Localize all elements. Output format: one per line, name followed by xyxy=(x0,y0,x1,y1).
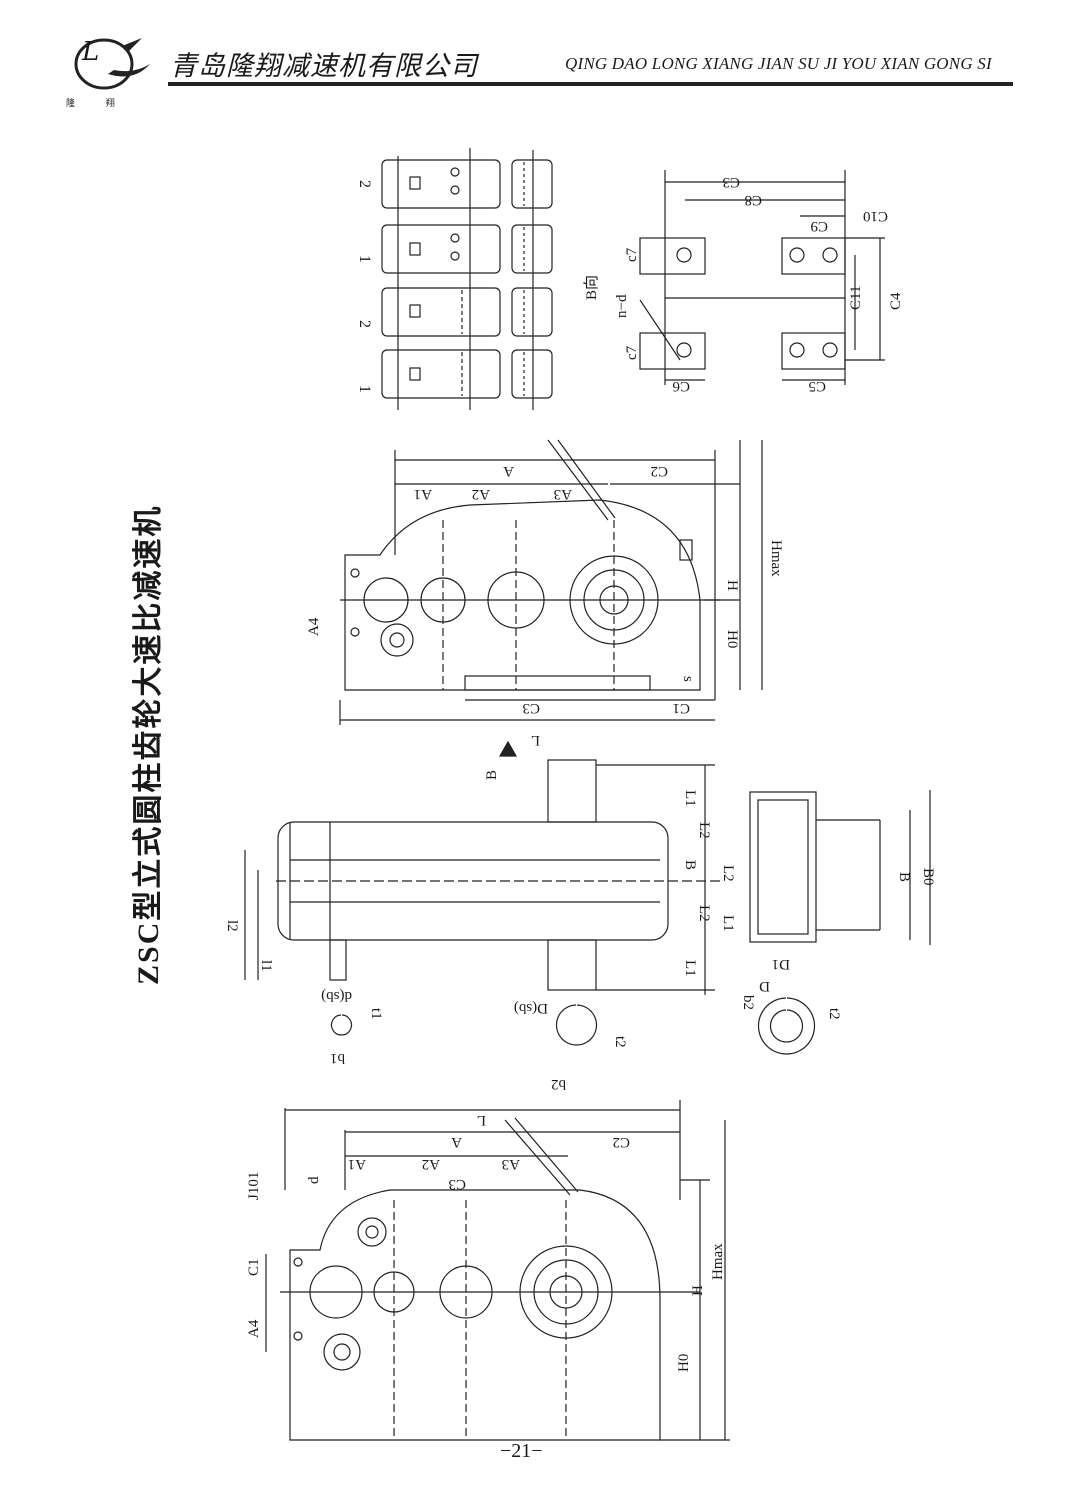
foot-label-b-view: B向 xyxy=(583,275,600,300)
page-number: −21− xyxy=(500,1440,543,1462)
page-title: ZSC型立式圆柱齿轮大速比减速机 xyxy=(131,505,165,985)
foot-label-c8: C8 xyxy=(744,192,762,208)
side-label-d1: D1 xyxy=(772,956,790,972)
side-label-b-arrow: B xyxy=(484,770,500,780)
header-rule xyxy=(168,82,1013,86)
upper-label-a: A xyxy=(503,463,514,479)
lower-label-a2: A2 xyxy=(422,1156,440,1172)
foot-label-c3: C3 xyxy=(722,174,740,190)
upper-label-l: L xyxy=(531,732,540,748)
shaft-label-dsb: d(sb) xyxy=(321,988,352,1004)
lower-label-d: d xyxy=(306,1176,322,1184)
side-label-l2-mid: L2 xyxy=(720,865,736,882)
foot-label-c7-bottom: c7 xyxy=(624,345,640,360)
side-label-l2-top: L2 xyxy=(696,822,712,839)
lower-label-l: L xyxy=(477,1112,486,1128)
foot-label-nd: n−d xyxy=(614,294,630,318)
lower-label-h0: H0 xyxy=(676,1354,692,1372)
lower-label-c3: C3 xyxy=(448,1176,466,1192)
page-header: L 隆 翔 青岛隆翔减速机有限公司 QING DAO LONG XIANG JI… xyxy=(0,0,1082,110)
side-label-bb: B xyxy=(896,872,912,882)
side-label-l2-bottom: L2 xyxy=(696,905,712,922)
upper-label-hmax: Hmax xyxy=(768,540,784,577)
shaft-label-t2-left: t2 xyxy=(612,1036,628,1048)
shaft-label-t1: t1 xyxy=(368,1008,384,1020)
lower-label-c2: C2 xyxy=(612,1134,630,1150)
lower-label-a: A xyxy=(451,1134,462,1150)
shaft-label-b1: b1 xyxy=(330,1050,345,1066)
upper-label-h0: H0 xyxy=(724,630,740,648)
side-label-b0: B0 xyxy=(920,868,936,886)
foot-label-c10: C10 xyxy=(863,208,888,224)
company-name-chinese: 青岛隆翔减速机有限公司 xyxy=(170,51,478,82)
foot-label-c9: C9 xyxy=(810,218,828,234)
foot-label-c6: C6 xyxy=(672,378,690,394)
assembly-arrangements xyxy=(381,148,553,410)
lower-label-a4: A4 xyxy=(246,1319,262,1338)
logo-caption: 隆 翔 xyxy=(66,99,129,109)
upper-label-a1: A1 xyxy=(414,486,432,502)
lower-label-a1: A1 xyxy=(348,1156,366,1172)
company-logo-icon xyxy=(74,38,150,90)
assembly-label-1a: 1 xyxy=(356,385,373,393)
lower-label-a3: A3 xyxy=(502,1156,520,1172)
foot-hole-plan xyxy=(639,170,885,385)
side-label-i2: l2 xyxy=(224,920,240,932)
shaft-label-b2-left: b2 xyxy=(551,1076,566,1092)
shaft-label-Dsb: D(sb) xyxy=(514,1000,548,1016)
lower-label-j101: J101 xyxy=(246,1172,262,1200)
upper-label-c2: C2 xyxy=(650,463,668,479)
upper-label-a2: A2 xyxy=(472,486,490,502)
foot-label-c4: C4 xyxy=(888,292,904,310)
upper-label-c3: C3 xyxy=(522,700,540,716)
side-label-l1-mid: L1 xyxy=(720,915,736,932)
upper-label-h: H xyxy=(724,580,740,591)
upper-label-c1: C1 xyxy=(672,700,690,716)
foot-label-c7-top: c7 xyxy=(624,247,640,262)
shaft-label-b2-right: b2 xyxy=(740,995,756,1010)
foot-label-c5: C5 xyxy=(808,378,826,394)
side-label-b: B xyxy=(682,860,698,870)
assembly-label-1b: 1 xyxy=(356,255,373,263)
lower-label-h: H xyxy=(690,1285,706,1296)
lower-front-view xyxy=(265,1100,730,1441)
logo-letter: L xyxy=(82,37,100,67)
lower-label-c1: C1 xyxy=(246,1258,262,1276)
company-name-pinyin: QING DAO LONG XIANG JIAN SU JI YOU XIAN … xyxy=(565,54,992,73)
shaft-label-D: D xyxy=(759,978,770,994)
lower-label-hmax: Hmax xyxy=(710,1243,726,1280)
shaft-label-t2-right: t2 xyxy=(826,1008,842,1020)
side-view xyxy=(244,740,931,1055)
assembly-label-2a: 2 xyxy=(356,320,373,328)
side-label-l1-top: L1 xyxy=(682,790,698,807)
upper-front-view xyxy=(339,439,763,725)
side-label-i1: l1 xyxy=(258,960,274,972)
assembly-label-2b: 2 xyxy=(356,180,373,188)
upper-label-a3: A3 xyxy=(554,486,572,502)
side-label-l1-bottom: L1 xyxy=(682,960,698,977)
foot-label-c11: C11 xyxy=(848,286,864,310)
upper-label-s: s xyxy=(680,676,696,682)
upper-label-a4: A4 xyxy=(306,617,322,636)
